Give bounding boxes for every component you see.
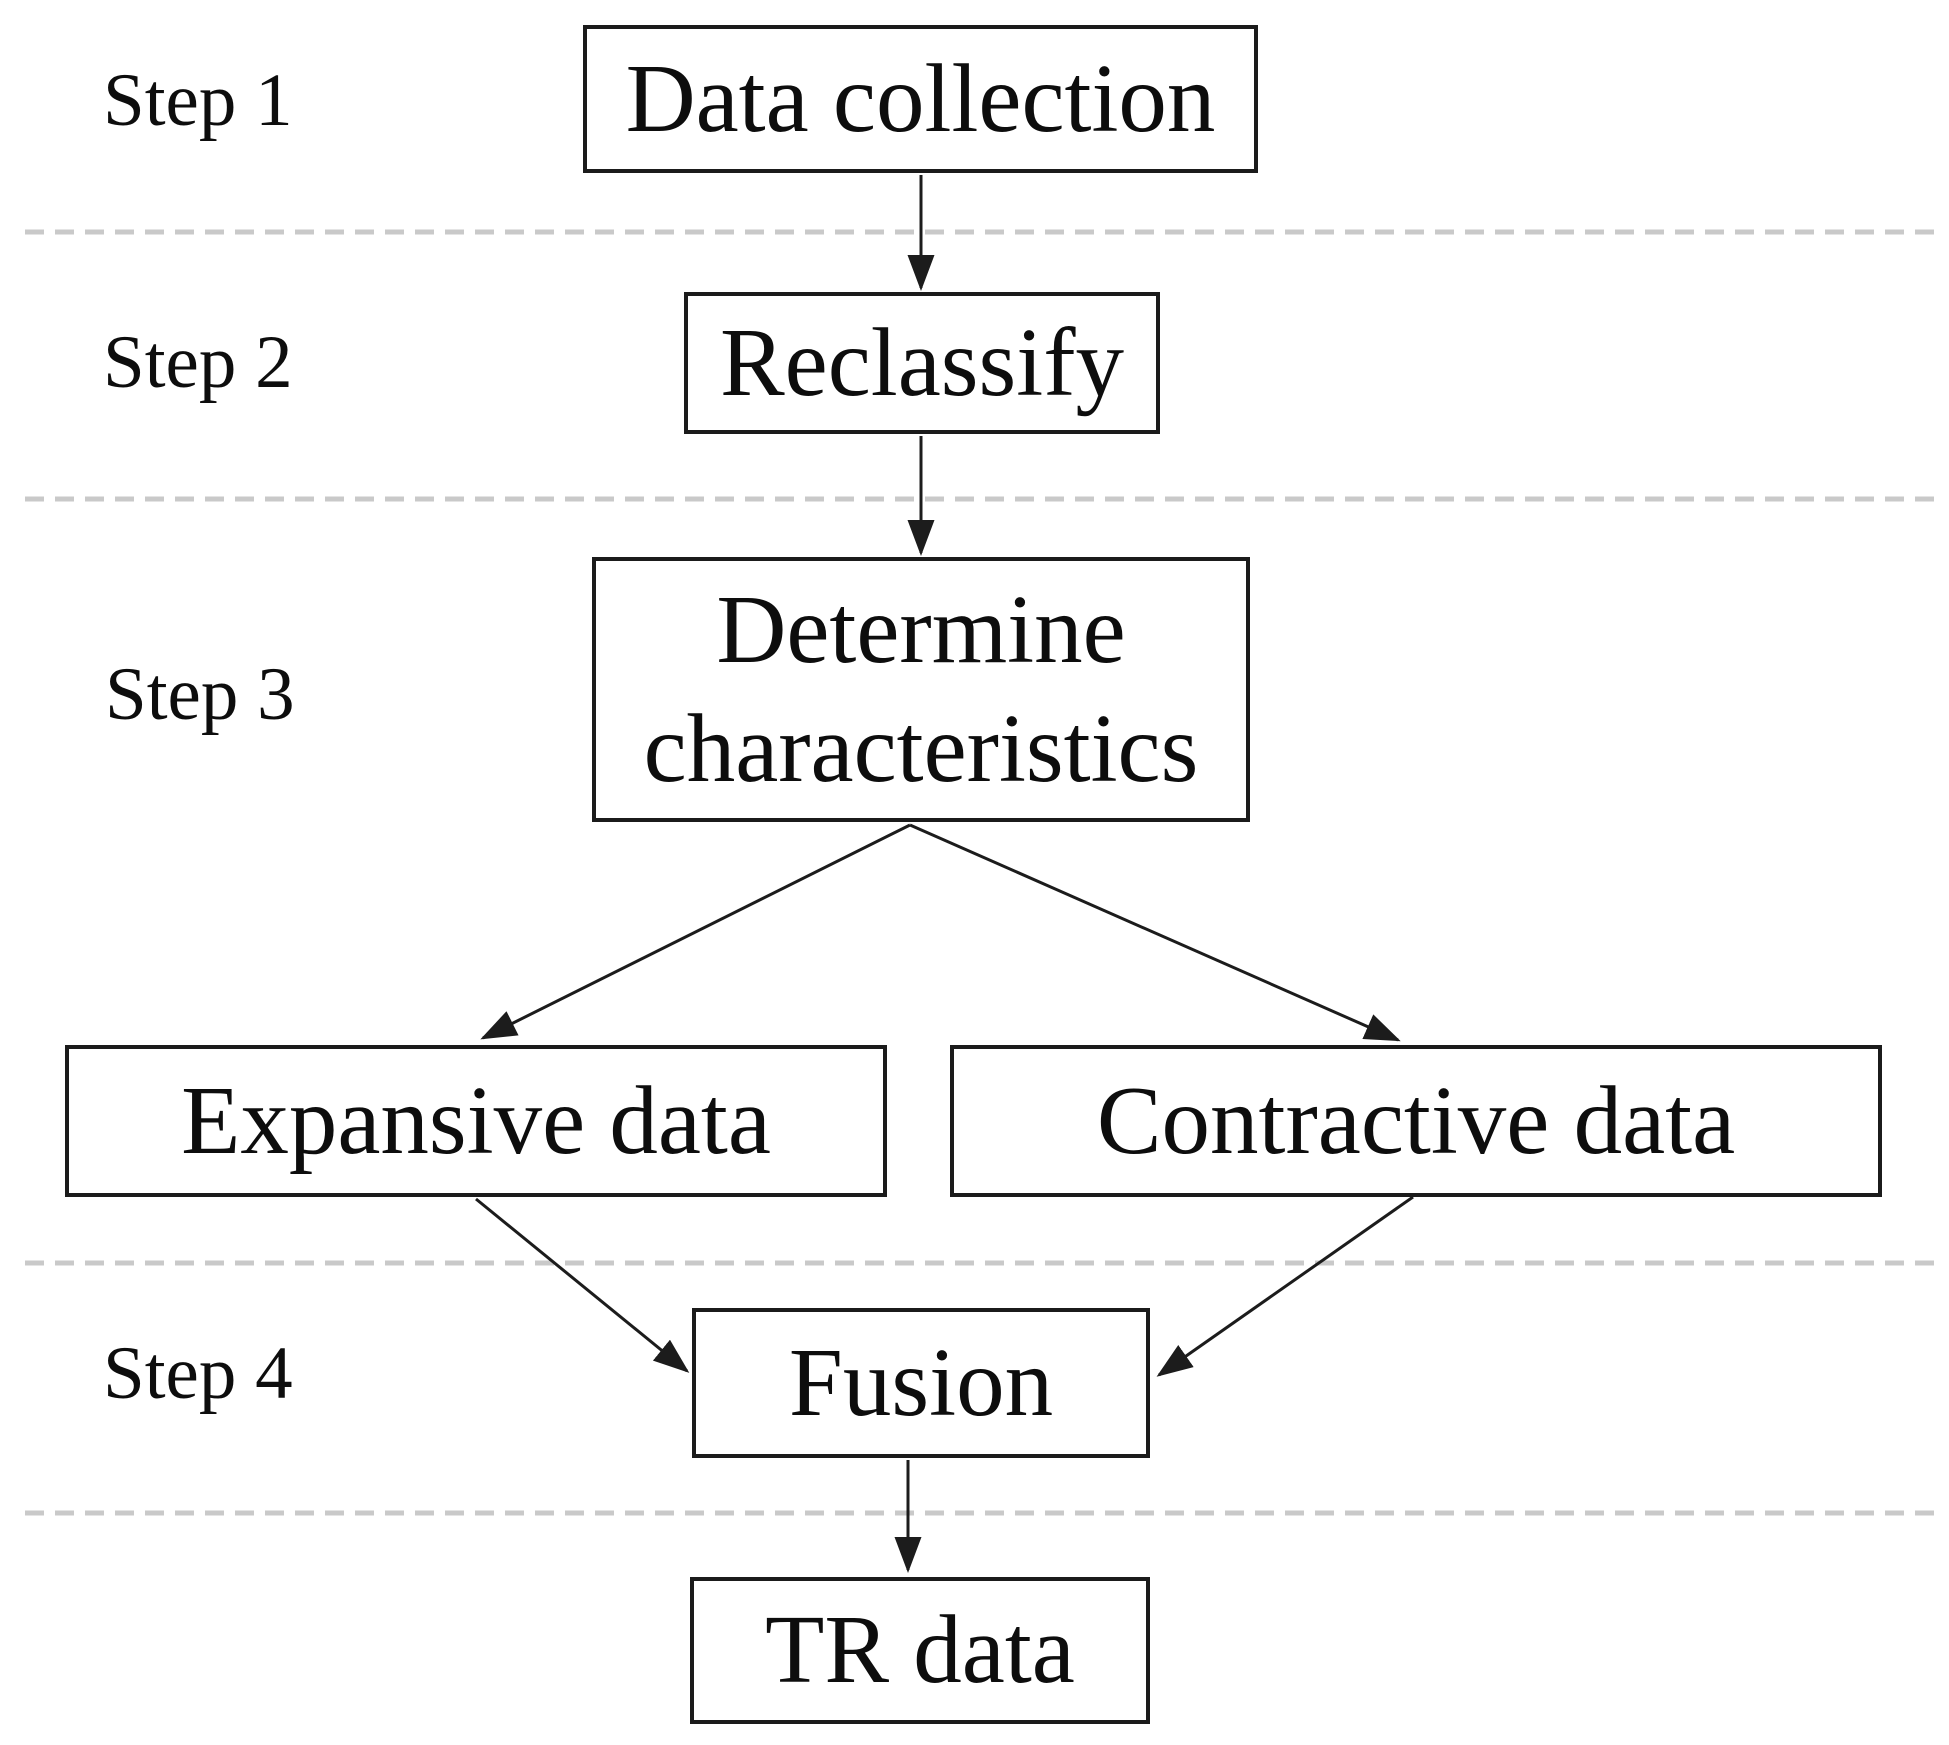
node-tr-data: TR data: [690, 1577, 1150, 1724]
step-label-1: Step 1: [103, 59, 293, 142]
node-determine-characteristics: Determine characteristics: [592, 557, 1250, 822]
step-label-2: Step 2: [103, 321, 293, 404]
node-expansive-data: Expansive data: [65, 1045, 887, 1197]
step-label-3: Step 3: [105, 653, 295, 736]
node-contractive-data: Contractive data: [950, 1045, 1882, 1197]
step-label-4: Step 4: [103, 1332, 293, 1415]
node-reclassify: Reclassify: [684, 292, 1160, 434]
arrow-expansive-to-fusion: [475, 1197, 690, 1373]
arrow-contractive-to-fusion: [1156, 1195, 1414, 1377]
arrow-determine-to-contractive: [909, 823, 1401, 1042]
arrow-determine-to-expansive: [480, 823, 911, 1040]
node-data-collection: Data collection: [583, 25, 1258, 173]
node-fusion: Fusion: [692, 1308, 1150, 1458]
